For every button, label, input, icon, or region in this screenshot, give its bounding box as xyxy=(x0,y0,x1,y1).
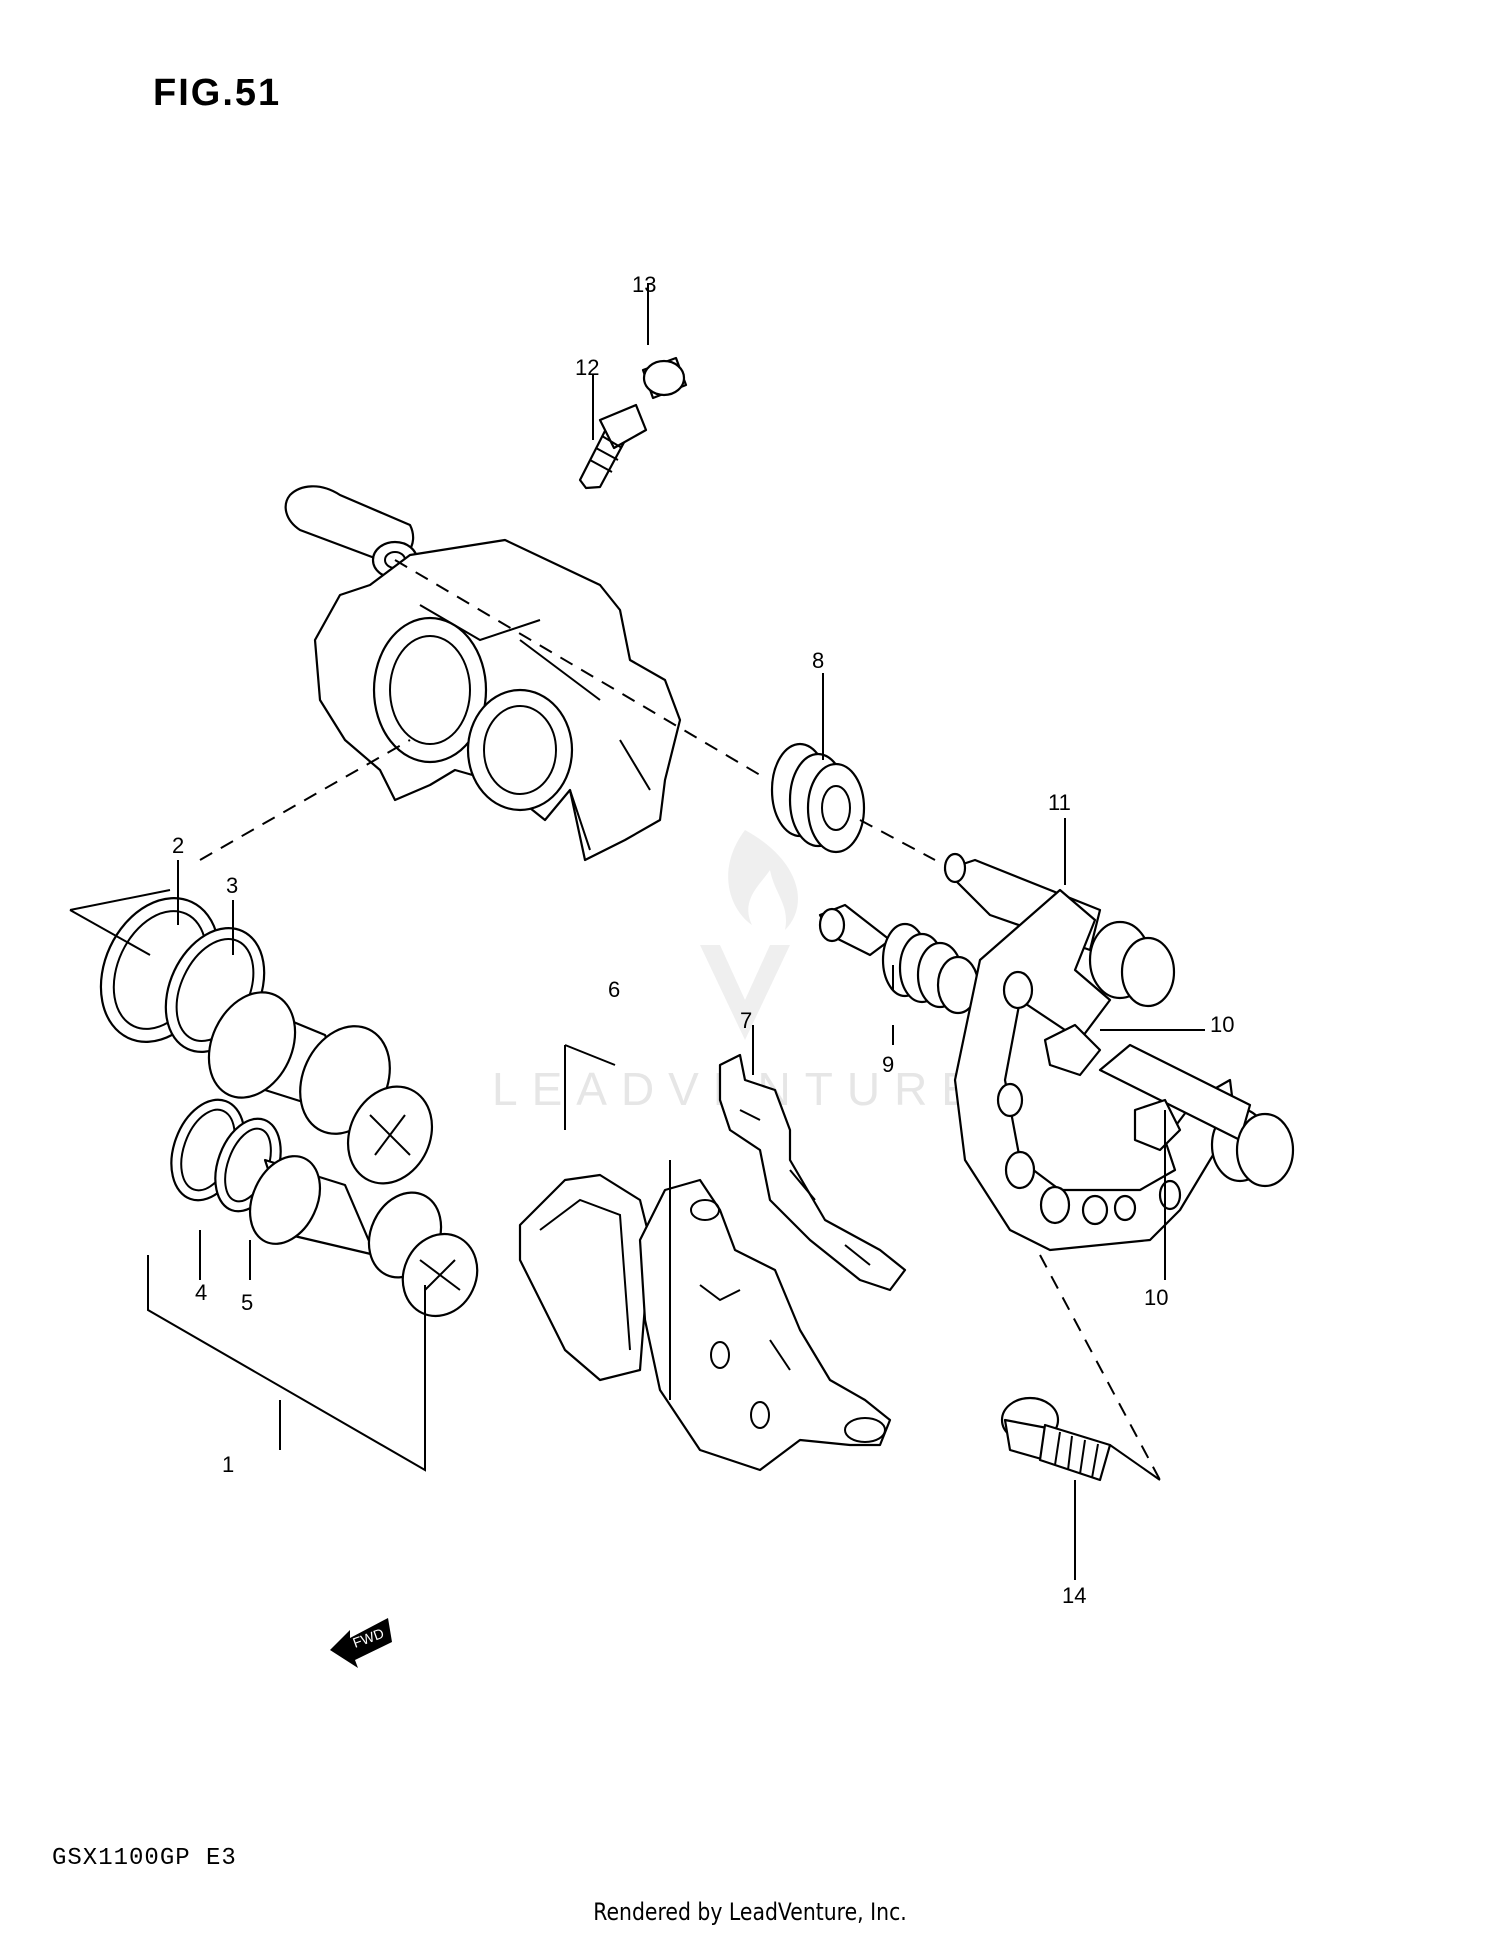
callout-7: 7 xyxy=(740,1008,752,1033)
callout-6: 6 xyxy=(608,977,620,1002)
part-13-bleeder-cap xyxy=(641,356,688,400)
part-14-bracket-bolt xyxy=(1000,1396,1112,1482)
watermark-v-mark xyxy=(700,945,790,1040)
part-8-boot xyxy=(770,742,866,854)
forward-direction-arrow-icon: FWD xyxy=(330,1618,392,1668)
callout-13: 13 xyxy=(632,272,656,297)
callout-14: 14 xyxy=(1062,1583,1086,1608)
part-7-pad-spring xyxy=(718,1053,907,1292)
callout-12: 12 xyxy=(575,355,599,380)
callout-5: 5 xyxy=(241,1290,253,1315)
callout-2: 2 xyxy=(172,833,184,858)
watermark-flame-icon xyxy=(728,830,798,930)
callout-1: 1 xyxy=(222,1452,234,1477)
footer-credit: Rendered by LeadVenture, Inc. xyxy=(593,1898,907,1926)
model-code: GSX1100GP E3 xyxy=(52,1845,237,1872)
leader-lines xyxy=(69,283,1205,1580)
callout-3: 3 xyxy=(226,873,238,898)
part-11-caliper-bracket xyxy=(943,852,1295,1252)
piston-small xyxy=(248,1155,479,1318)
part-6-brake-pad-set xyxy=(518,1173,892,1472)
callout-8: 8 xyxy=(812,648,824,673)
part-9-sleeve-boot xyxy=(818,903,980,1015)
callout-11: 11 xyxy=(1048,790,1071,815)
part-12-bleeder-screw xyxy=(578,403,648,490)
callout-4: 4 xyxy=(195,1280,207,1305)
figure-title: FIG.51 xyxy=(153,72,282,114)
caliper-body xyxy=(284,485,682,862)
callout-10-lower: 10 xyxy=(1144,1285,1168,1310)
piston-large xyxy=(207,991,434,1185)
callout-9: 9 xyxy=(882,1052,894,1077)
callout-10-upper: 10 xyxy=(1210,1012,1234,1037)
